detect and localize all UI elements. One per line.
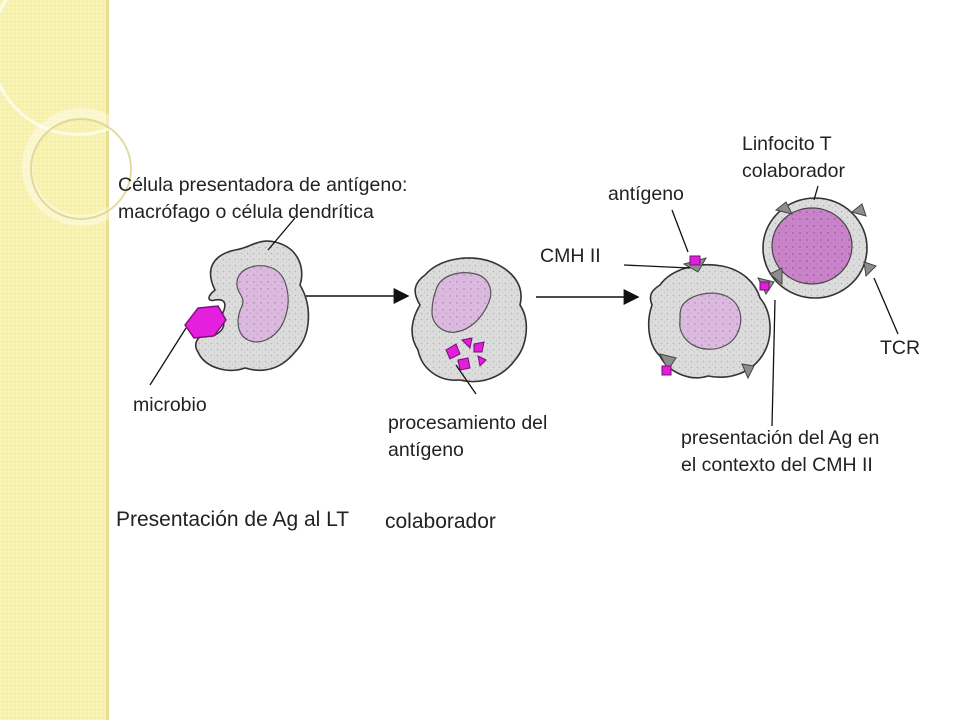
- label-antigen: antígeno: [608, 183, 684, 205]
- apc-cell-3: [647, 264, 771, 379]
- caption-part2: colaborador: [385, 510, 496, 533]
- label-apc-line1: Célula presentadora de antígeno:: [118, 174, 407, 196]
- microbe-shape: [184, 305, 227, 339]
- label-presentation-line2: el contexto del CMH II: [681, 454, 873, 476]
- label-apc-line2: macrófago o célula dendrítica: [118, 201, 374, 223]
- label-presentation-line1: presentación del Ag en: [681, 427, 879, 449]
- t-lymphocyte: [762, 197, 877, 299]
- pointer-lines: [149, 185, 899, 427]
- label-processing-line1: procesamiento del: [388, 412, 547, 434]
- label-mhc: CMH II: [540, 245, 601, 267]
- processed-antigen-fragments: [445, 337, 487, 371]
- mhc-receptors: [659, 255, 775, 380]
- label-tcr: TCR: [880, 337, 920, 359]
- label-microbe: microbio: [133, 394, 207, 416]
- decorative-ring: [22, 108, 140, 226]
- caption-part1: Presentación de Ag al LT: [116, 508, 349, 531]
- label-lymphocyte-line2: colaborador: [742, 160, 845, 182]
- apc-cell-2: [411, 257, 528, 383]
- label-lymphocyte-line1: Linfocito T: [742, 133, 832, 155]
- slide-band-edge: [106, 0, 109, 720]
- label-processing-line2: antígeno: [388, 439, 464, 461]
- apc-cell-1: [195, 240, 310, 372]
- decorative-ring: [30, 118, 132, 220]
